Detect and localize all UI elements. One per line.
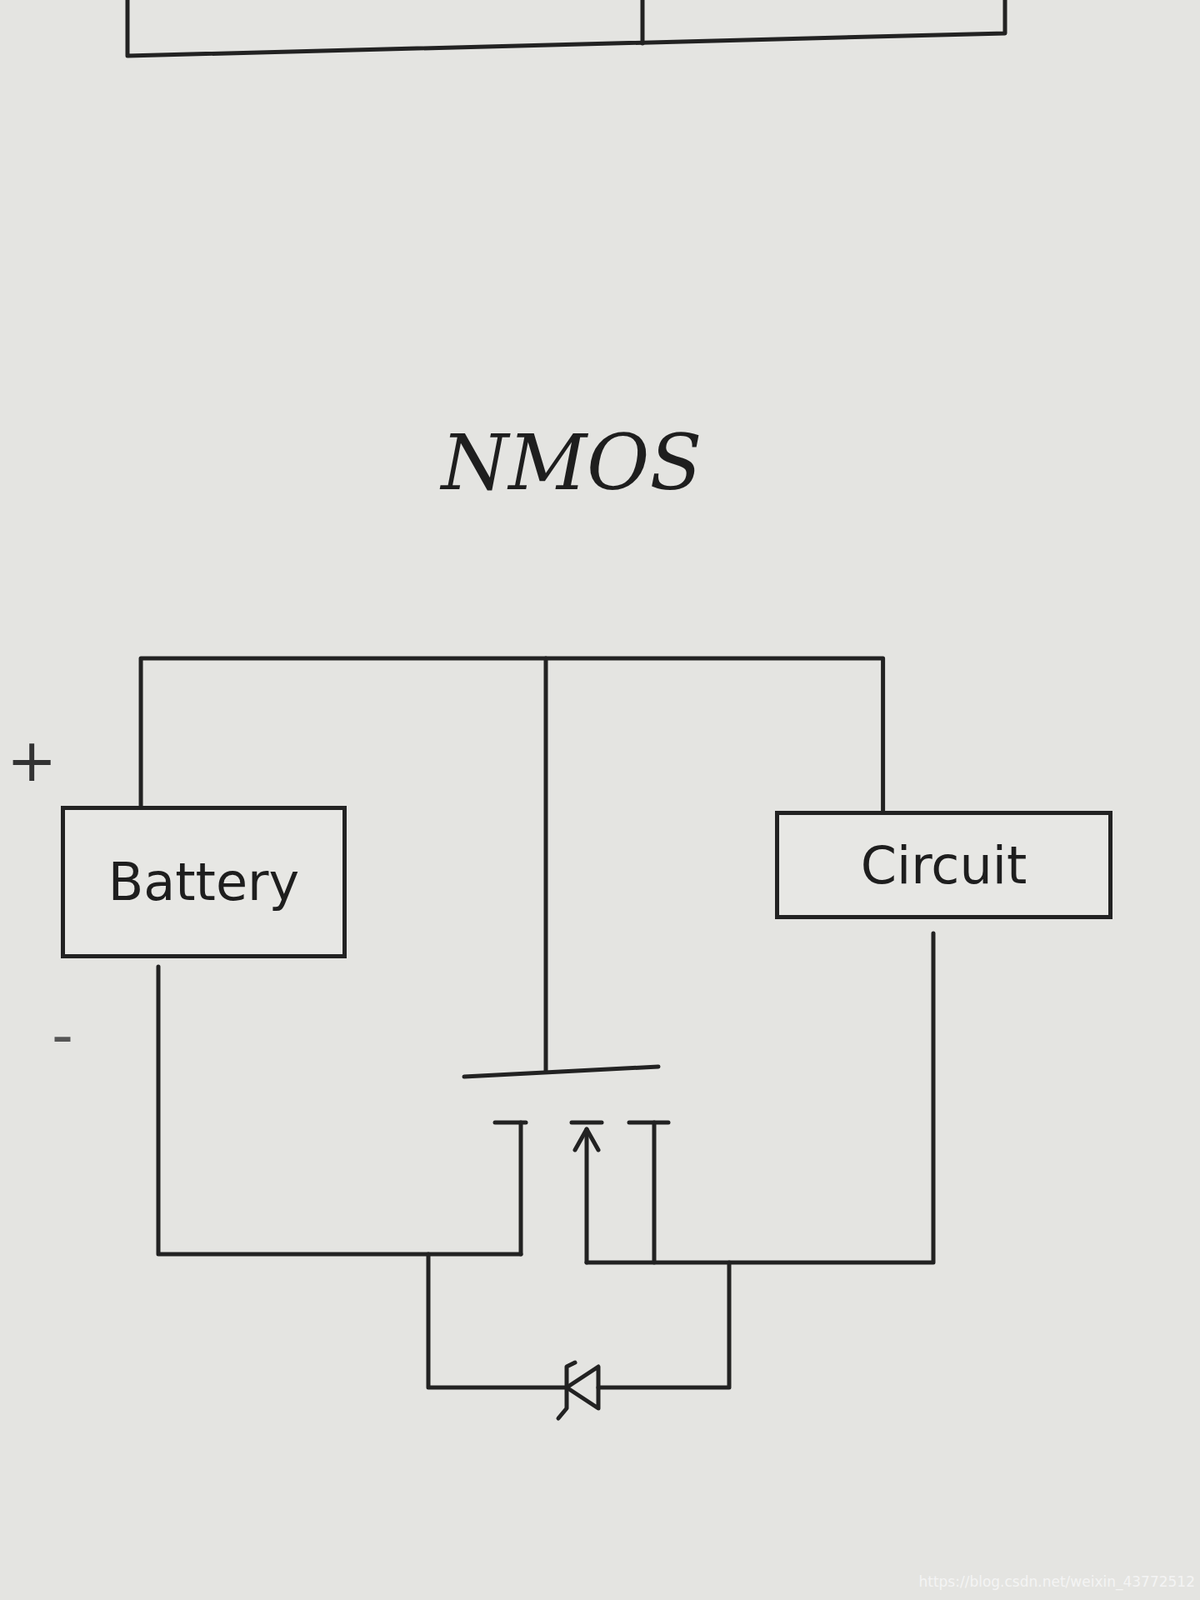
diode-loop [428,1254,567,1388]
wire [140,658,884,811]
polarity-mark: - [51,1000,74,1070]
gate-wire [544,658,549,1072]
polarity-mark: + [6,725,57,795]
diode-bar [558,1362,575,1419]
component-name: Battery [108,851,300,913]
body-bar [571,1120,602,1125]
component-box: Circuit [775,810,1113,920]
negative-wire [158,966,521,1255]
drain-wire [586,933,934,1263]
partial-box-divider [640,0,645,44]
component-name: Circuit [860,835,1028,896]
diagram-title: NMOS [440,418,702,508]
drain-lead [652,1122,657,1263]
drain-bar [629,1120,669,1125]
diode-symbol [566,1366,599,1409]
source-lead [519,1122,524,1255]
body-lead [585,1129,590,1263]
gate-plate [464,1066,659,1077]
component-box: Battery [60,805,347,959]
partial-box [127,0,1005,56]
watermark: https://blog.csdn.net/weixin_43772512 [918,1573,1195,1590]
diode-loop [598,1262,730,1388]
body-arrow [575,1129,599,1150]
